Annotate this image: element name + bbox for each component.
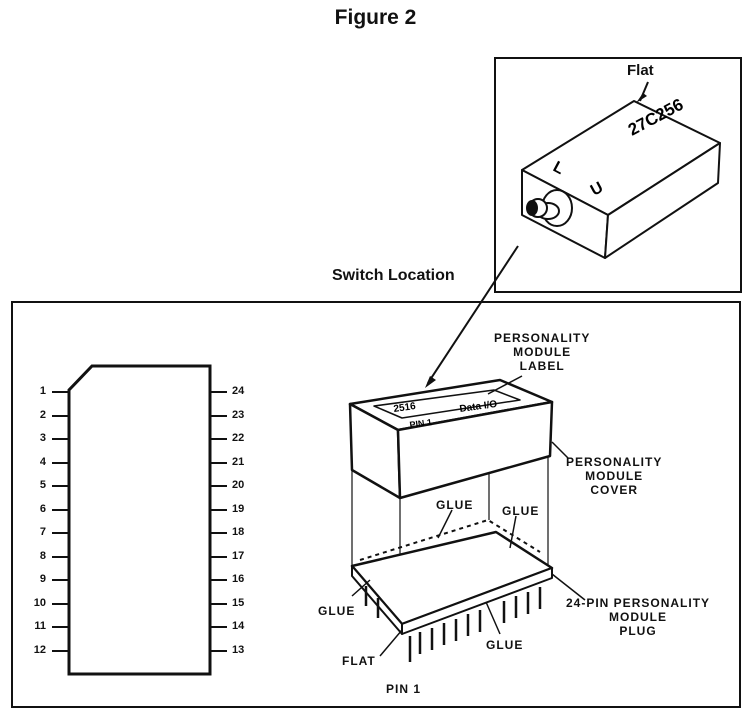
pin-number: 13 bbox=[232, 644, 245, 656]
figure-title: Figure 2 bbox=[334, 6, 417, 29]
pin-number: 15 bbox=[232, 597, 245, 609]
callout-glue-bottom: GLUE bbox=[486, 638, 524, 652]
pin-number: 19 bbox=[232, 503, 245, 515]
pin-number: 20 bbox=[232, 479, 245, 491]
callout-line-glue-left bbox=[351, 579, 371, 597]
flat-arrow-head bbox=[636, 93, 647, 103]
module-label-code: 2516 bbox=[393, 401, 417, 415]
pin-number: 18 bbox=[232, 526, 245, 538]
pin-number: 2 bbox=[39, 409, 46, 421]
pin-number: 16 bbox=[232, 573, 245, 585]
pin-number: 11 bbox=[34, 620, 46, 632]
left-pin-lines bbox=[52, 391, 69, 652]
pin-number: 23 bbox=[232, 409, 245, 421]
switch-location-pointer bbox=[427, 245, 519, 384]
module-pins bbox=[364, 586, 542, 662]
callout-pin1: PIN 1 bbox=[386, 682, 422, 696]
pin-number: 1 bbox=[39, 385, 46, 397]
callout-glue-top: GLUE bbox=[436, 498, 474, 512]
pin-number: 14 bbox=[232, 620, 245, 632]
pin-number: 24 bbox=[232, 385, 245, 397]
module-cover-side bbox=[396, 400, 554, 500]
pin-number: 5 bbox=[39, 479, 46, 491]
right-pin-lines bbox=[210, 391, 227, 652]
module-diagram-frame bbox=[11, 301, 741, 708]
module-label-pin1: PIN 1 bbox=[409, 417, 433, 430]
pin-number: 10 bbox=[33, 597, 46, 609]
pin-number: 12 bbox=[33, 644, 46, 656]
callout-line-flat bbox=[379, 629, 403, 657]
pin-number: 17 bbox=[232, 550, 245, 562]
callout-line-cover bbox=[551, 441, 569, 459]
callout-line-glue-right bbox=[509, 515, 517, 549]
pin-number: 6 bbox=[39, 503, 46, 515]
callout-line-label bbox=[487, 375, 523, 395]
switch-knob-icon bbox=[526, 189, 573, 227]
pin-number: 3 bbox=[39, 432, 46, 444]
pin-number: 21 bbox=[232, 456, 245, 468]
flat-label: Flat bbox=[627, 62, 654, 79]
inset-chip bbox=[521, 100, 721, 259]
switch-location-arrowhead bbox=[425, 376, 436, 388]
pin-number: 4 bbox=[39, 456, 46, 468]
chip-outline bbox=[67, 364, 212, 676]
pin-number: 9 bbox=[39, 573, 46, 585]
callout-line-glue-top bbox=[437, 509, 453, 539]
callout-glue-left: GLUE bbox=[318, 604, 356, 618]
callout-line-plug bbox=[551, 573, 586, 601]
pin-number: 7 bbox=[39, 526, 46, 538]
personality-module bbox=[348, 378, 554, 635]
switch-location-label: Switch Location bbox=[332, 267, 455, 284]
callout-module-label: PERSONALITY MODULE LABEL bbox=[494, 331, 591, 373]
pin-number: 22 bbox=[232, 432, 245, 444]
callout-module-plug: 24-PIN PERSONALITY MODULE PLUG bbox=[566, 596, 711, 638]
module-label bbox=[373, 389, 521, 419]
pin-number: 8 bbox=[39, 550, 46, 562]
chip-pinout bbox=[67, 364, 212, 676]
callout-glue-right: GLUE bbox=[502, 504, 540, 518]
callout-flat: FLAT bbox=[342, 654, 376, 668]
module-label-brand: Data I/O bbox=[459, 399, 498, 415]
callout-line-glue-bottom bbox=[485, 601, 501, 635]
callout-module-cover: PERSONALITY MODULE COVER bbox=[566, 455, 663, 497]
inset-chip-right-face bbox=[604, 142, 721, 259]
